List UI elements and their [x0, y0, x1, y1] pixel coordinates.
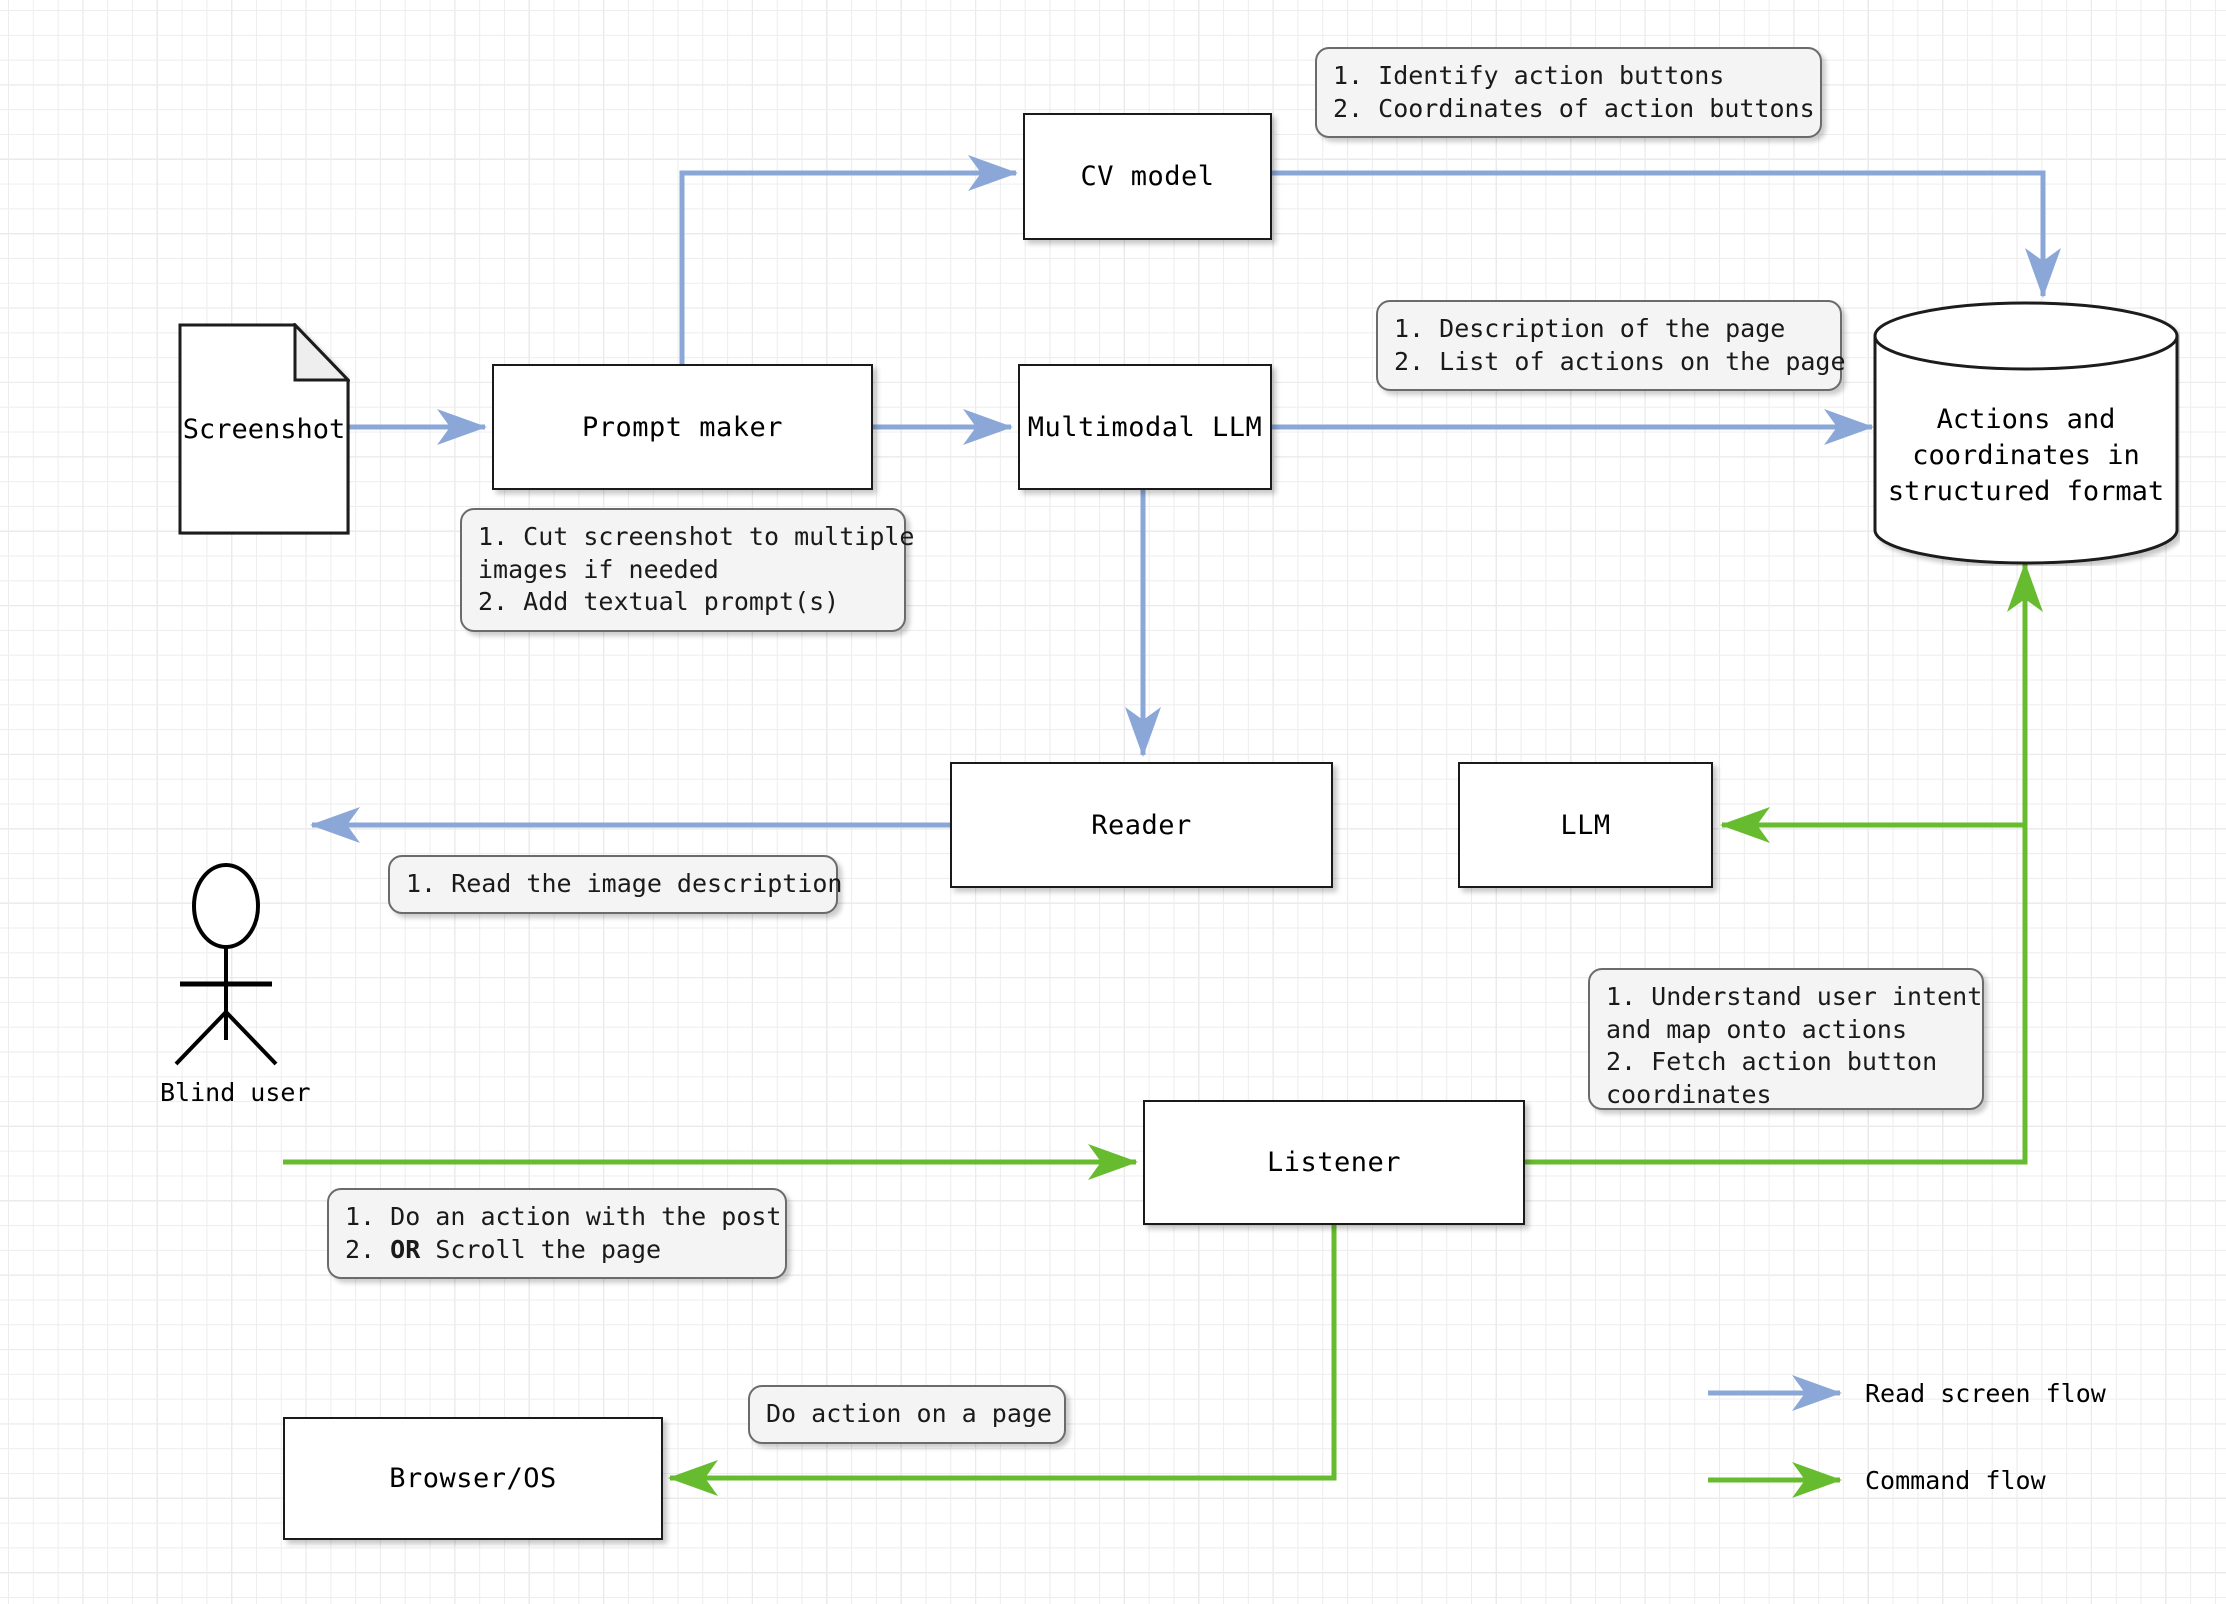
- node-actions-store-line2: coordinates in: [1912, 440, 2140, 471]
- node-prompt-maker-label: Prompt maker: [581, 411, 784, 443]
- node-multimodal-llm[interactable]: Multimodal LLM: [1018, 364, 1272, 490]
- node-multimodal-llm-label: Multimodal LLM: [1027, 411, 1263, 443]
- callout-llm-output: 1. Description of the page 2. List of ac…: [1376, 300, 1846, 391]
- callout-listener-notes: 1. Understand user intent and map onto a…: [1588, 968, 1984, 1110]
- callout-user-command-line2-prefix: 2.: [345, 1234, 391, 1264]
- callout-user-command-line1: 1. Do an action with the post: [345, 1202, 782, 1231]
- callout-browser-action-line1: Do action on a page: [766, 1399, 1052, 1428]
- callout-prompt-maker-notes-line2: images if needed: [478, 554, 719, 584]
- document-icon: [178, 321, 352, 535]
- callout-prompt-maker-notes-line1: 1. Cut screenshot to multiple: [478, 522, 915, 551]
- callout-prompt-maker-notes-line3: 2. Add textual prompt(s): [478, 587, 840, 616]
- node-browser-os-label: Browser/OS: [389, 1463, 557, 1494]
- callout-user-command-line2: 2. OR Scroll the page: [345, 1234, 771, 1267]
- node-reader-label: Reader: [1091, 809, 1192, 841]
- node-actions-store-line3: structured format: [1887, 476, 2165, 507]
- node-browser-os[interactable]: Browser/OS: [283, 1417, 663, 1540]
- callout-listener-notes-line1: 1. Understand user intent: [1606, 982, 1983, 1011]
- callout-cv-model-output: 1. Identify action buttons 2. Coordinate…: [1315, 47, 1822, 138]
- callout-cv-model-output-line2: 2. Coordinates of action buttons: [1333, 93, 1815, 123]
- edge-cv-model-to-actions-store: [1272, 170, 2061, 298]
- legend-read-flow-label: Read screen flow: [1865, 1379, 2106, 1408]
- callout-listener-notes-line4: coordinates: [1606, 1079, 1772, 1109]
- node-blind-user-label: Blind user: [160, 1078, 311, 1107]
- callout-user-command-line2-bold: OR: [390, 1234, 421, 1264]
- callout-llm-output-line1: 1. Description of the page: [1394, 314, 1786, 343]
- node-actions-store-line1: Actions and: [1936, 404, 2116, 435]
- node-reader[interactable]: Reader: [950, 762, 1333, 888]
- callout-llm-output-line2: 2. List of actions on the page: [1394, 346, 1846, 376]
- stick-figure-icon: [174, 863, 278, 1066]
- database-cylinder-icon: [1873, 301, 2179, 565]
- node-blind-user[interactable]: [160, 862, 292, 1067]
- node-prompt-maker[interactable]: Prompt maker: [492, 364, 873, 490]
- callout-listener-notes-line2: and map onto actions: [1606, 1014, 1908, 1044]
- node-cv-model[interactable]: CV model: [1023, 113, 1272, 240]
- legend-command-flow-label: Command flow: [1865, 1466, 2046, 1495]
- callout-prompt-maker-notes: 1. Cut screenshot to multiple images if …: [460, 508, 915, 632]
- node-listener[interactable]: Listener: [1143, 1100, 1525, 1225]
- callout-browser-action: Do action on a page: [748, 1385, 1066, 1444]
- node-screenshot-label: Screenshot: [182, 413, 346, 445]
- edge-prompt-maker-to-cv-model: [679, 155, 1018, 364]
- node-cv-model-label: CV model: [1080, 161, 1215, 192]
- node-llm[interactable]: LLM: [1458, 762, 1713, 888]
- callout-user-command-line2-suffix: Scroll the page: [420, 1234, 662, 1264]
- callout-user-command: 1. Do an action with the post 2. OR Scro…: [327, 1188, 787, 1279]
- callout-listener-notes-line3: 2. Fetch action button: [1606, 1047, 1938, 1076]
- callout-reader-output-line1: 1. Read the image description: [406, 869, 843, 898]
- node-actions-store[interactable]: Actions and coordinates in structured fo…: [1872, 300, 2180, 566]
- node-listener-label: Listener: [1266, 1147, 1402, 1178]
- callout-cv-model-output-line1: 1. Identify action buttons: [1333, 61, 1725, 90]
- callout-reader-output: 1. Read the image description: [388, 855, 843, 914]
- node-screenshot[interactable]: Screenshot: [178, 321, 352, 535]
- node-llm-label: LLM: [1560, 809, 1611, 841]
